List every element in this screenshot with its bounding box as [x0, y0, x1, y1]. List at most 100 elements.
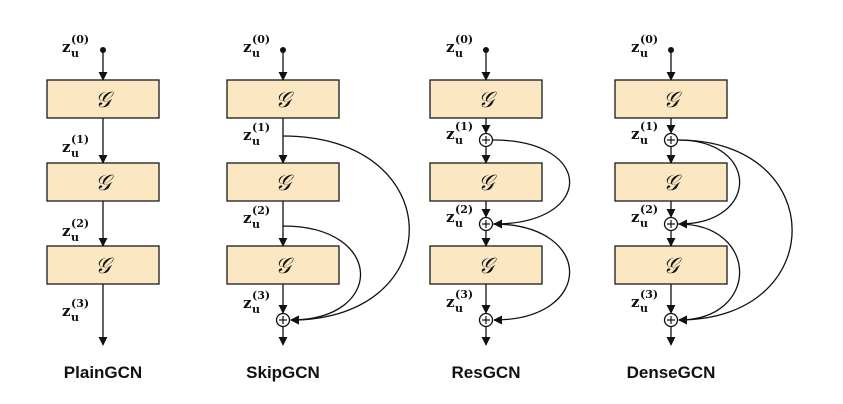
z-base: z — [631, 293, 640, 311]
z-superscript: (0) — [640, 33, 658, 46]
z-subscript: u — [455, 47, 463, 60]
z-subscript: u — [640, 302, 648, 315]
z-superscript: (2) — [71, 217, 89, 230]
z-superscript: (1) — [455, 120, 473, 133]
z-subscript: u — [252, 303, 260, 316]
gcn-block-1: 𝒢 — [46, 79, 160, 119]
sum-node-2 — [663, 216, 679, 232]
gcn-block-2: 𝒢 — [429, 162, 543, 202]
z-superscript: (2) — [455, 203, 473, 216]
gcn-block-symbol: 𝒢 — [275, 171, 294, 196]
gcn-block-symbol: 𝒢 — [663, 88, 682, 113]
dense-connection-2-3 — [677, 223, 741, 325]
gcn-block-symbol: 𝒢 — [663, 254, 682, 279]
gcn-block-symbol: 𝒢 — [95, 254, 114, 279]
z-superscript: (2) — [252, 204, 270, 217]
sum-node-1 — [478, 132, 494, 148]
z-superscript: (0) — [71, 33, 89, 46]
z-base: z — [631, 208, 640, 226]
gcn-block-symbol: 𝒢 — [95, 171, 114, 196]
z-superscript: (0) — [455, 33, 473, 46]
panel-title-skipgcn: SkipGCN — [246, 363, 320, 382]
sum-node-2 — [478, 216, 494, 232]
z-subscript: u — [455, 302, 463, 315]
residual-connection-1 — [492, 139, 571, 229]
skip-connection-2 — [282, 225, 362, 325]
z-base: z — [243, 209, 252, 227]
sum-node-3 — [663, 312, 679, 328]
z-superscript: (0) — [252, 33, 270, 46]
dense-connection-1-2 — [677, 139, 741, 229]
gcn-block-1: 𝒢 — [226, 79, 340, 119]
z-superscript: (2) — [640, 203, 658, 216]
z-superscript: (3) — [71, 297, 89, 310]
gcn-block-symbol: 𝒢 — [275, 88, 294, 113]
gcn-block-rect — [614, 79, 728, 119]
z-subscript: u — [71, 147, 79, 160]
gcn-block-3: 𝒢 — [614, 245, 728, 285]
z-base: z — [446, 293, 455, 311]
gcn-block-rect — [614, 245, 728, 285]
z-subscript: u — [640, 47, 648, 60]
gcn-block-rect — [429, 79, 543, 119]
z-superscript: (3) — [252, 289, 270, 302]
gcn-block-symbol: 𝒢 — [275, 254, 294, 279]
gcn-block-symbol: 𝒢 — [663, 171, 682, 196]
z-subscript: u — [640, 134, 648, 147]
z-subscript: u — [71, 311, 79, 324]
gcn-block-symbol: 𝒢 — [478, 171, 497, 196]
z-base: z — [446, 38, 455, 56]
z-subscript: u — [455, 134, 463, 147]
z-base: z — [446, 125, 455, 143]
z-subscript: u — [71, 231, 79, 244]
z-base: z — [243, 38, 252, 56]
z-superscript: (3) — [455, 288, 473, 301]
z-subscript: u — [71, 47, 79, 60]
z-base: z — [243, 126, 252, 144]
gcn-block-3: 𝒢 — [429, 245, 543, 285]
z-base: z — [62, 222, 71, 240]
z-superscript: (1) — [252, 121, 270, 134]
z-subscript: u — [640, 217, 648, 230]
sum-node — [275, 312, 291, 328]
gcn-block-2: 𝒢 — [46, 162, 160, 202]
z-base: z — [62, 138, 71, 156]
dense-connection-1-3 — [677, 139, 793, 325]
z-subscript: u — [252, 218, 260, 231]
z-base: z — [243, 294, 252, 312]
z-base: z — [631, 38, 640, 56]
z-base: z — [446, 208, 455, 226]
gcn-block-2: 𝒢 — [226, 162, 340, 202]
gcn-block-1: 𝒢 — [614, 79, 728, 119]
gcn-block-3: 𝒢 — [46, 245, 160, 285]
z-base: z — [62, 38, 71, 56]
gcn-block-rect — [226, 245, 340, 285]
z-subscript: u — [252, 47, 260, 60]
panel-title-densegcn: DenseGCN — [627, 363, 716, 382]
sum-node-1 — [663, 132, 679, 148]
gcn-block-symbol: 𝒢 — [478, 88, 497, 113]
z-superscript: (1) — [71, 133, 89, 146]
z-base: z — [62, 302, 71, 320]
z-superscript: (1) — [640, 120, 658, 133]
gcn-block-1: 𝒢 — [429, 79, 543, 119]
gcn-block-2: 𝒢 — [614, 162, 728, 202]
gcn-block-symbol: 𝒢 — [95, 88, 114, 113]
skip-connection-1 — [282, 135, 410, 325]
